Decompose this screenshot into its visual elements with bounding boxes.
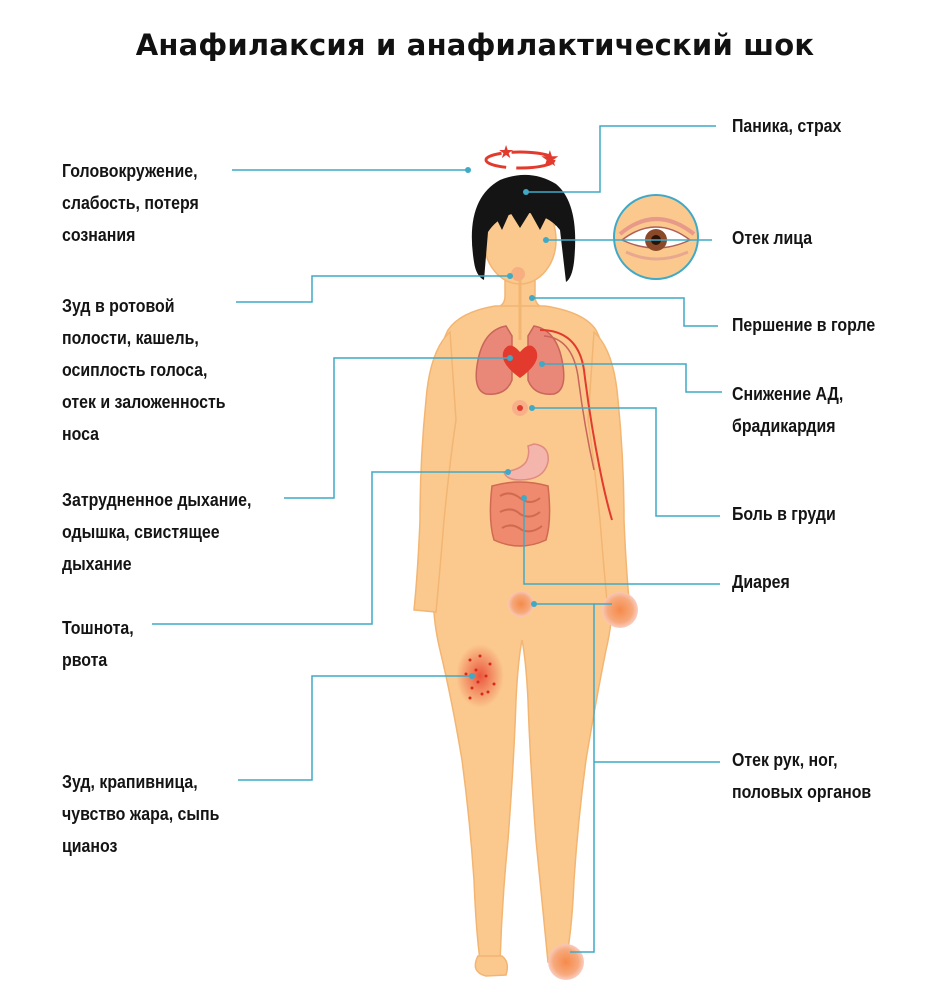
label-skin: Зуд, крапивница, чувство жара, сыпь циан… bbox=[62, 771, 220, 856]
intestine-icon bbox=[489, 481, 551, 547]
head bbox=[471, 174, 576, 285]
label-panic: Паника, страх bbox=[732, 115, 842, 136]
rash-icon bbox=[456, 644, 504, 708]
label-limb-edema: Отек рук, ног, половых органов bbox=[732, 749, 872, 802]
label-itch-mouth: Зуд в ротовой полости, кашель, осиплость… bbox=[62, 295, 226, 444]
connector-lines bbox=[152, 125, 722, 953]
label-face-edema: Отек лица bbox=[732, 227, 813, 248]
connector-dots bbox=[465, 167, 549, 679]
svg-text:★: ★ bbox=[498, 142, 514, 163]
label-diarrhea: Диарея bbox=[732, 571, 790, 592]
heart-icon bbox=[502, 345, 538, 378]
svg-text:★: ★ bbox=[540, 147, 560, 172]
label-throat: Першение в горле bbox=[732, 314, 876, 335]
stomach-icon bbox=[503, 443, 549, 481]
label-breathing: Затрудненное дыхание, одышка, свистящее … bbox=[62, 489, 252, 574]
label-bp: Снижение АД, брадикардия bbox=[732, 383, 844, 436]
dizzy-stars-icon: ★ ★ bbox=[484, 142, 560, 172]
label-chest-pain: Боль в груди bbox=[732, 503, 836, 524]
eye-icon bbox=[613, 194, 699, 280]
lungs-icon bbox=[475, 325, 565, 395]
hair bbox=[471, 174, 576, 282]
label-dizziness: Головокружение, слабость, потеря сознани… bbox=[62, 160, 199, 245]
page-title: Анафилаксия и анафилактический шок bbox=[135, 28, 815, 62]
label-nausea: Тошнота, рвота bbox=[62, 617, 134, 670]
